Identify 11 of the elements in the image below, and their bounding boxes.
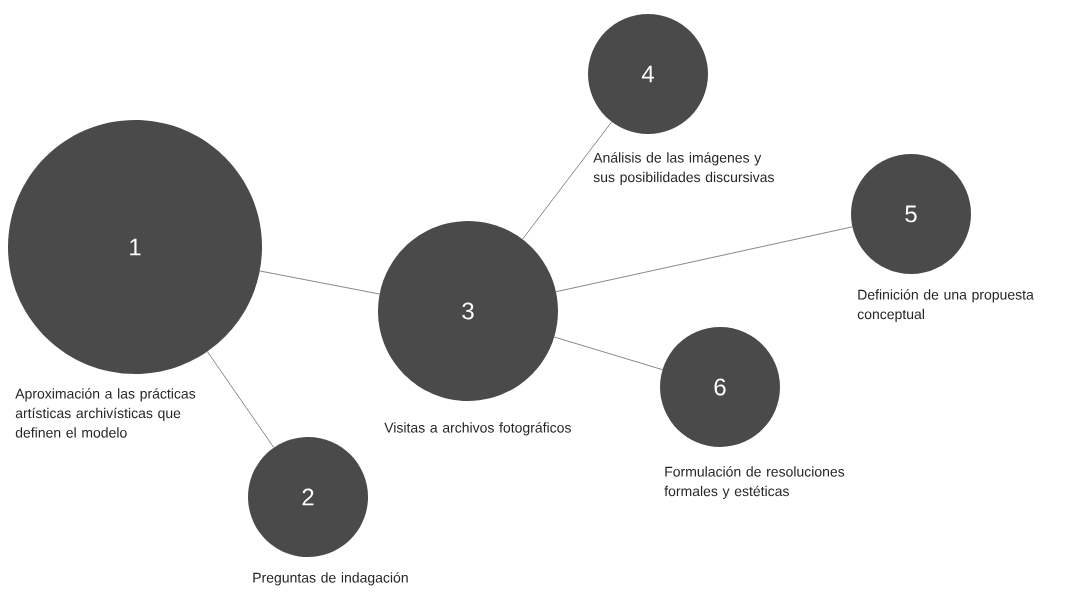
node-label: Definición de una propuesta conceptual [857, 289, 1034, 322]
connector-line [522, 121, 612, 240]
node-label: Formulación de resoluciones formales y estéticas [664, 466, 845, 499]
node-label: Aproximación a las prácticas artísticas archivísticas que definen el modelo [15, 388, 196, 438]
connector-line [207, 351, 275, 448]
connector-line [259, 270, 380, 295]
connector-line [554, 336, 663, 370]
node-label: Visitas a archivos fotográficos [384, 422, 571, 436]
connector-line [555, 226, 853, 293]
node-label: Análisis de las imágenes y sus posibilidades discursivas [593, 152, 774, 185]
node-label: Preguntas de indagación [253, 572, 408, 586]
